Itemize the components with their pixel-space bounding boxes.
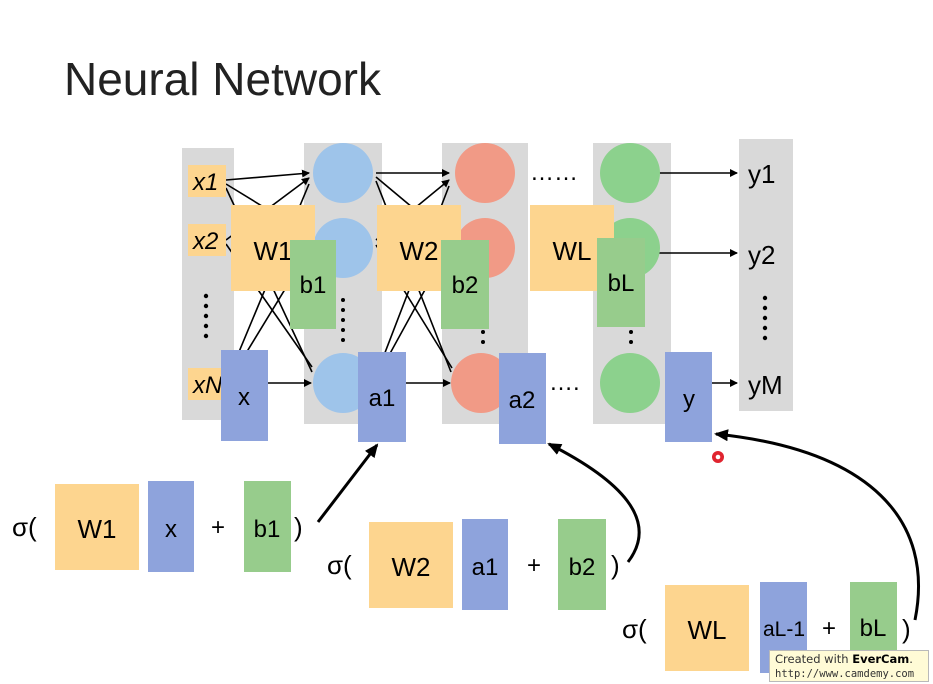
formula-1-close: ) xyxy=(294,512,303,542)
arrow-to-a1 xyxy=(316,443,379,523)
input-x2: x2 xyxy=(192,228,218,255)
watermark-brand: EverCam xyxy=(852,652,910,666)
output-y2: y2 xyxy=(748,240,775,270)
arrow-to-y xyxy=(714,429,920,621)
neuron-ll-1 xyxy=(600,143,660,203)
network-overlays: W1 b1 W2 b2 WL bL x a1 a2 y xyxy=(221,205,712,444)
watermark-suffix: . xyxy=(909,652,913,666)
formula-2-weight-box xyxy=(369,522,453,608)
vector-box-y xyxy=(665,352,712,442)
weight-label-wl: WL xyxy=(553,236,592,266)
watermark-url: http://www.camdemy.com xyxy=(775,668,915,680)
neuron-l2-1 xyxy=(455,143,515,203)
formula-2-bias: b2 xyxy=(569,554,596,581)
neuron-l2-n xyxy=(451,353,511,413)
input-nodes: x1 x2 xN xyxy=(188,165,226,400)
bias-label-b2: b2 xyxy=(452,272,479,299)
formula-2-weight: W2 xyxy=(392,552,431,582)
formula-1-vector-box xyxy=(148,481,194,572)
vector-label-x: x xyxy=(238,384,250,411)
neuron-ll-n xyxy=(600,353,660,413)
formula-3-close: ) xyxy=(902,614,911,644)
bias-label-bl: bL xyxy=(608,270,635,297)
bias-box-bl xyxy=(597,238,645,327)
neuron-l1-1 xyxy=(313,143,373,203)
evercam-watermark: Created with EverCam. http://www.camdemy… xyxy=(769,650,929,682)
formula-1-bias: b1 xyxy=(254,516,281,543)
vector-label-a1: a1 xyxy=(369,385,396,412)
input-xn: xN xyxy=(192,372,223,399)
bias-label-b1: b1 xyxy=(300,272,327,299)
formula-layer-l: σ( WL aL-1 + bL ) xyxy=(622,582,911,673)
input-x1: x1 xyxy=(192,169,218,196)
formula-2-sigma: σ( xyxy=(327,550,352,580)
output-ym: yM xyxy=(748,370,783,400)
formula-1-plus: + xyxy=(211,514,225,541)
formula-2-bias-box xyxy=(558,519,606,610)
formula-3-weight: WL xyxy=(688,615,727,645)
recording-cursor-icon xyxy=(712,451,724,463)
vector-label-a2: a2 xyxy=(509,387,536,414)
formula-3-vector: aL-1 xyxy=(763,618,805,641)
bias-box-b1 xyxy=(290,240,336,329)
formula-layer-2: σ( W2 a1 + b2 ) xyxy=(327,519,620,610)
weight-label-w1: W1 xyxy=(254,236,293,266)
formula-2-plus: + xyxy=(527,552,541,579)
formula-3-plus: + xyxy=(822,615,836,642)
weight-label-w2: W2 xyxy=(400,236,439,266)
formula-3-weight-box xyxy=(665,585,749,671)
vector-box-x xyxy=(221,350,268,441)
formula-1-weight: W1 xyxy=(78,514,117,544)
layer-ellipsis-bottom: …. xyxy=(549,369,580,396)
bias-box-b2 xyxy=(441,240,489,329)
vector-box-a1 xyxy=(358,352,406,442)
formula-layer-1: σ( W1 x + b1 ) xyxy=(12,481,303,572)
formula-1-bias-box xyxy=(244,481,291,572)
formula-2-vector: a1 xyxy=(472,554,499,581)
output-nodes: y1 y2 yM xyxy=(748,159,783,400)
vector-box-a2 xyxy=(499,353,546,444)
formula-3-sigma: σ( xyxy=(622,614,647,644)
layer-ellipsis-top: …… xyxy=(530,159,578,186)
formula-arrows xyxy=(316,429,920,621)
formula-1-sigma: σ( xyxy=(12,512,37,542)
formula-2-close: ) xyxy=(611,550,620,580)
output-y1: y1 xyxy=(748,159,775,189)
formula-1-weight-box xyxy=(55,484,139,570)
formula-3-bias: bL xyxy=(860,615,887,642)
watermark-prefix: Created with xyxy=(775,652,853,666)
vector-label-y: y xyxy=(683,386,695,413)
arrow-to-a2 xyxy=(547,442,641,563)
vertical-ellipses xyxy=(203,293,768,344)
formula-1-vector: x xyxy=(165,516,177,543)
formula-2-vector-box xyxy=(462,519,508,610)
slide-title: Neural Network xyxy=(64,53,381,105)
output-column xyxy=(739,139,793,411)
